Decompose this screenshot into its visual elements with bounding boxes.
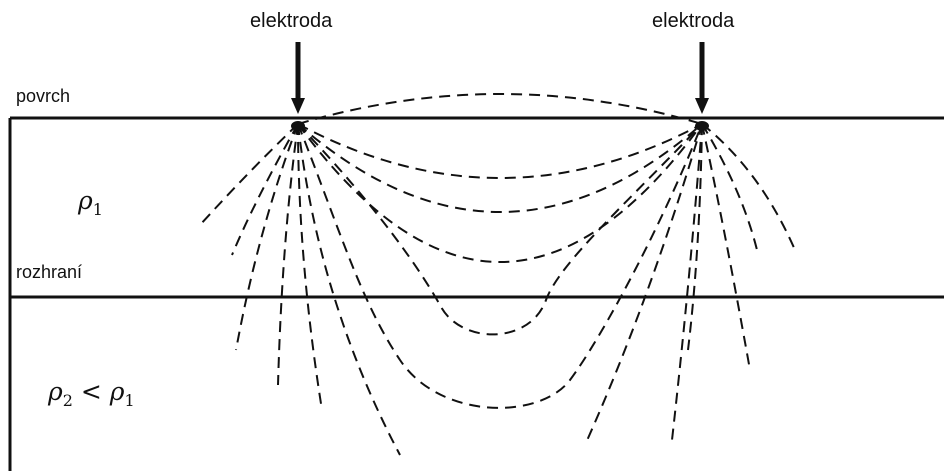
interface-label: rozhraní <box>16 262 83 282</box>
current-line <box>297 123 703 409</box>
electrode-contact-left <box>291 121 305 131</box>
current-line <box>297 123 703 213</box>
current-line <box>199 123 299 226</box>
current-line <box>231 123 299 256</box>
current-line <box>297 93 703 125</box>
current-line <box>297 123 703 179</box>
current-line <box>701 123 758 251</box>
electrode-left <box>291 42 305 114</box>
current-line <box>277 123 299 386</box>
current-lines <box>199 93 796 456</box>
lower-layer-resistivity: ρ2 < ρ1 <box>48 377 135 410</box>
current-line <box>297 123 323 411</box>
rho-symbol: ρ <box>109 377 125 406</box>
surface-label: povrch <box>16 86 71 106</box>
rho-symbol: ρ <box>78 186 93 215</box>
rho-symbol: ρ <box>48 377 63 406</box>
current-line <box>701 123 751 371</box>
rho-subscript: 1 <box>92 200 103 219</box>
less-than-symbol: < <box>80 377 102 406</box>
current-line <box>297 123 703 336</box>
current-line <box>687 123 703 351</box>
electrode-right <box>695 42 709 114</box>
rho-subscript: 2 <box>62 391 73 410</box>
current-line <box>297 123 401 456</box>
electrode-contact-right <box>695 121 709 131</box>
current-line <box>584 123 703 446</box>
current-line <box>297 123 703 263</box>
current-line <box>235 123 299 351</box>
current-line <box>701 123 796 251</box>
electrode-right-label: elektroda <box>652 10 735 32</box>
upper-layer-resistivity: ρ1 <box>78 186 103 219</box>
electrode-left-label: elektroda <box>250 10 333 32</box>
current-line <box>671 123 703 441</box>
rho-subscript: 1 <box>124 391 135 410</box>
